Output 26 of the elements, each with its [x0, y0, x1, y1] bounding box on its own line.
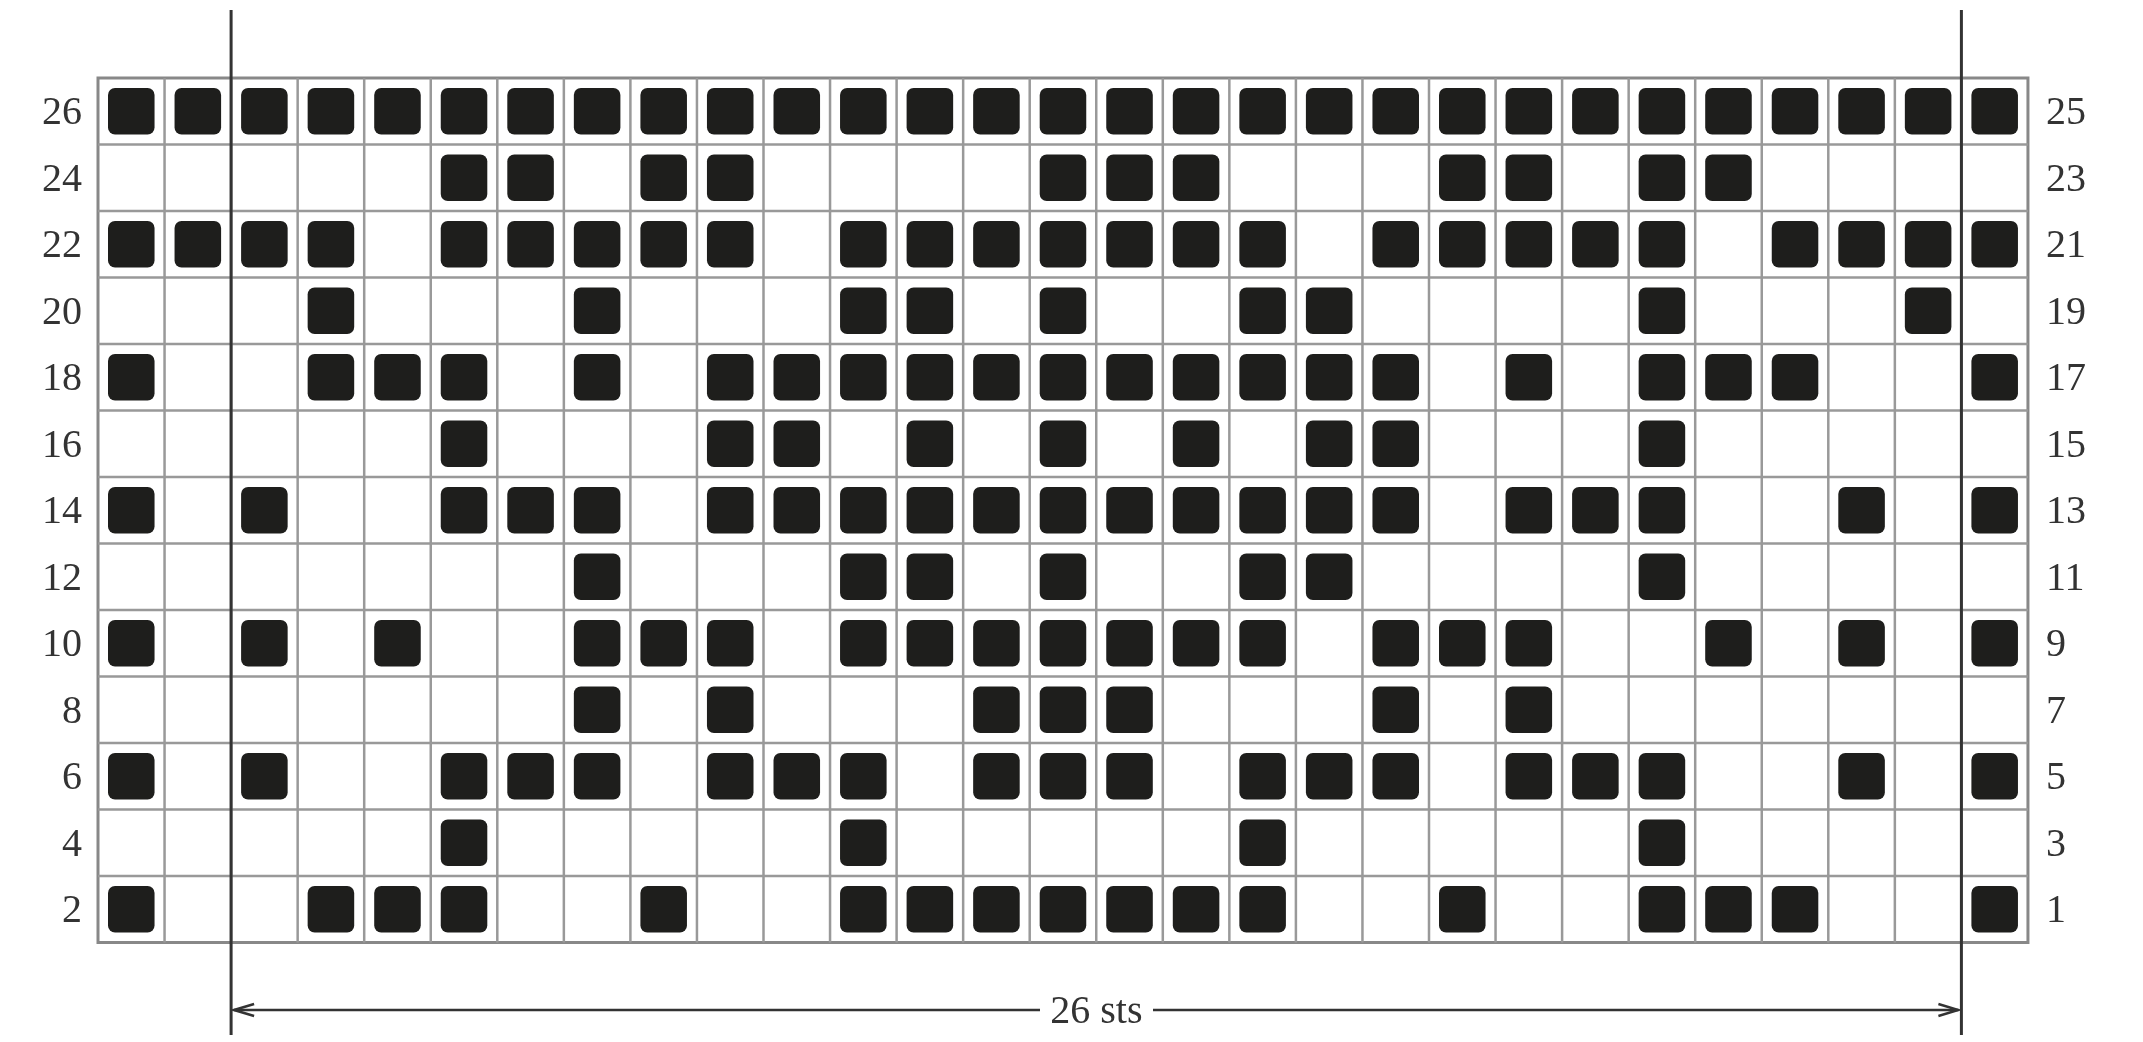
row-number: 2 [62, 887, 82, 932]
row-number: 5 [2045, 754, 2066, 799]
row-number: 6 [62, 754, 82, 799]
row-number: 7 [2045, 687, 2066, 732]
row-number: 14 [42, 488, 82, 533]
row-number: 1 [2045, 887, 2066, 932]
row-number: 20 [42, 288, 82, 333]
row-number: 19 [2045, 288, 2086, 333]
row-number: 15 [2045, 421, 2086, 466]
row-number: 3 [2045, 820, 2066, 865]
row-number: 8 [62, 687, 82, 732]
row-number: 12 [42, 554, 82, 599]
row-number: 25 [2045, 89, 2086, 134]
row-number: 10 [42, 621, 82, 666]
row-number: 21 [2045, 222, 2086, 267]
row-number: 17 [2045, 355, 2086, 400]
row-number: 11 [2045, 554, 2085, 599]
row-number: 22 [42, 222, 82, 267]
row-number: 26 [42, 89, 82, 134]
row-number: 24 [42, 155, 82, 200]
row-number: 4 [62, 820, 82, 865]
row-number: 18 [42, 355, 82, 400]
row-number: 16 [42, 421, 82, 466]
row-number: 23 [2045, 155, 2086, 200]
row-number: 9 [2045, 621, 2066, 666]
row-number: 13 [2045, 488, 2086, 533]
